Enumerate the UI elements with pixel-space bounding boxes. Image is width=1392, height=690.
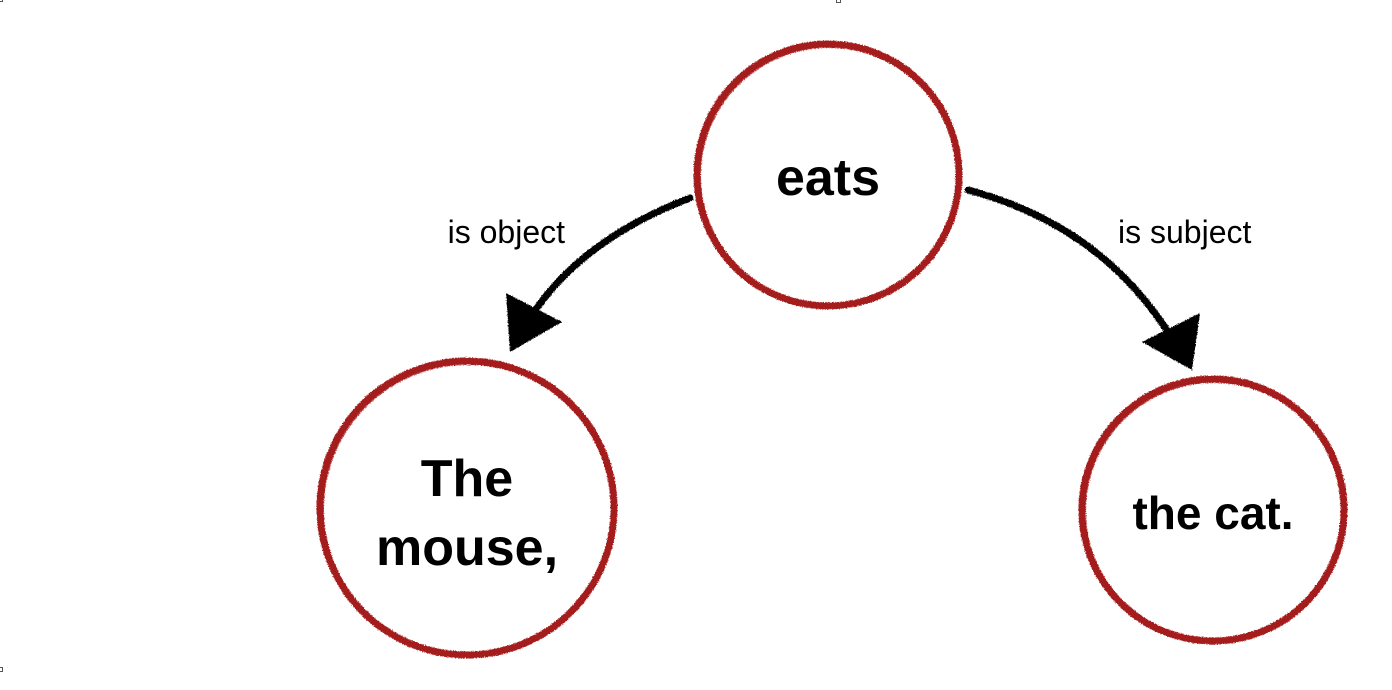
node-mouse-circle bbox=[316, 357, 618, 659]
edge-label-subject: is subject bbox=[1118, 214, 1252, 250]
edge-eats-to-cat: is subject bbox=[964, 186, 1252, 370]
corner-mark-top-left bbox=[0, 0, 3, 2]
corner-mark-bottom-left bbox=[0, 667, 3, 672]
node-mouse-circle-stroke2 bbox=[322, 363, 614, 655]
node-eats-circle-stroke2 bbox=[699, 46, 959, 306]
node-cat-label: the cat. bbox=[1132, 487, 1293, 539]
node-cat: the cat. bbox=[1078, 375, 1348, 645]
node-mouse: The mouse, bbox=[316, 357, 618, 659]
arrowhead-object-icon bbox=[506, 293, 562, 352]
edge-line-object bbox=[526, 194, 694, 322]
edge-label-object: is object bbox=[448, 214, 566, 250]
corner-mark-top-center bbox=[836, 0, 841, 3]
node-cat-circle-stroke2 bbox=[1084, 381, 1344, 641]
node-mouse-label-line1: The bbox=[421, 450, 513, 508]
node-cat-circle bbox=[1078, 375, 1348, 645]
arrowhead-subject-icon bbox=[1142, 313, 1200, 370]
node-mouse-label-line2: mouse, bbox=[376, 519, 558, 577]
node-eats-label: eats bbox=[776, 149, 880, 207]
edge-line-subject bbox=[964, 186, 1174, 339]
node-eats: eats bbox=[693, 40, 963, 310]
edge-eats-to-mouse: is object bbox=[448, 194, 694, 352]
node-eats-circle bbox=[693, 40, 963, 310]
